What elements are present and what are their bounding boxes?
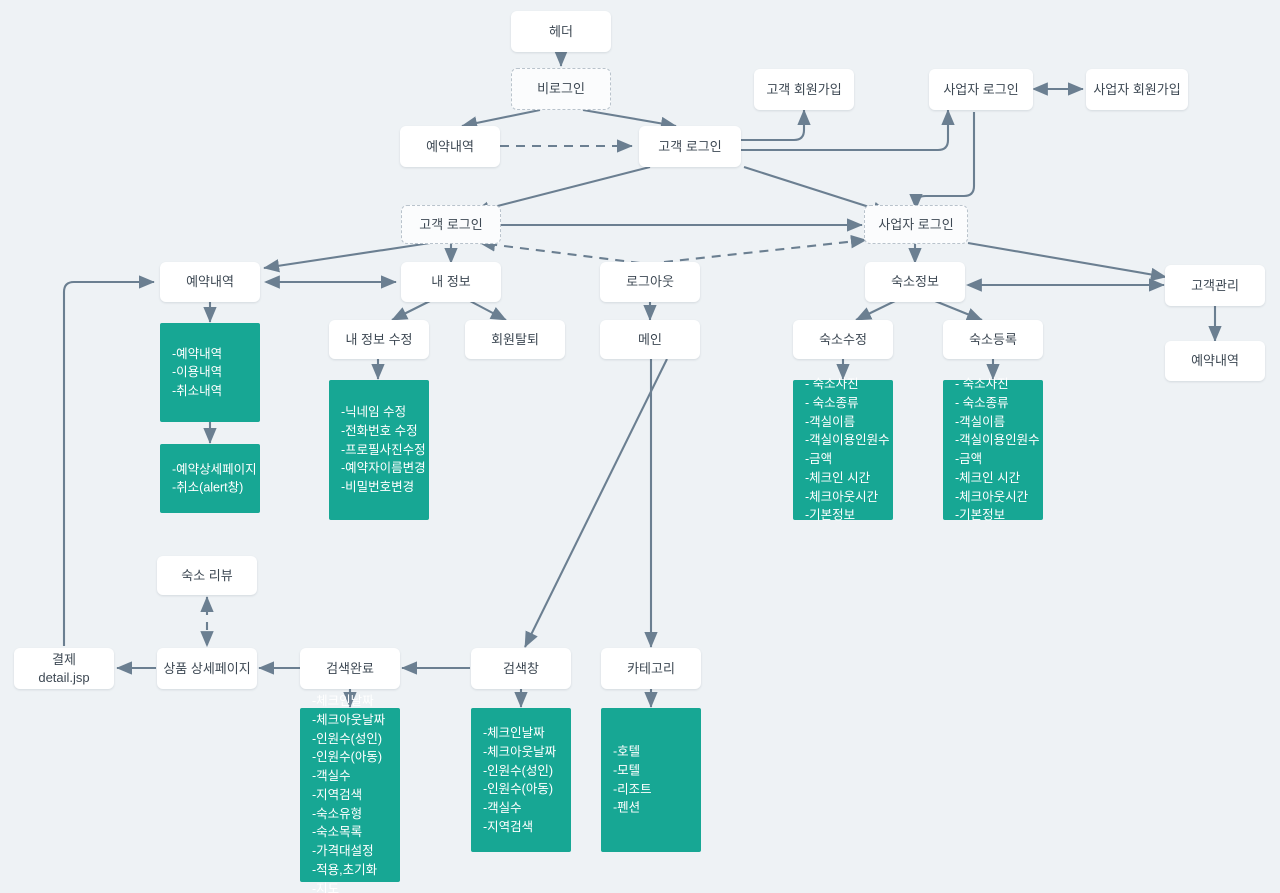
node-customer-login-top-label: 고객 로그인 [658,138,722,154]
detail-category-text: -호텔 -모텔 -리조트 -펜션 [613,744,652,815]
node-my-info-edit[interactable]: 내 정보 수정 [329,320,429,359]
node-search-done-label: 검색완료 [326,660,374,676]
node-main-label: 메인 [638,331,662,347]
node-main[interactable]: 메인 [600,320,700,359]
node-customer-signup[interactable]: 고객 회원가입 [754,69,854,110]
node-payment-label: 결제 detail.jsp [38,651,90,685]
node-business-signup-label: 사업자 회원가입 [1093,81,1181,97]
node-category-label: 카테고리 [627,660,675,676]
node-reservation-right[interactable]: 예약내역 [1165,341,1265,381]
node-business-login-mid[interactable]: 사업자 로그인 [864,205,968,244]
node-search-done[interactable]: 검색완료 [300,648,400,689]
detail-my-info-edit-text: -닉네임 수정 -전화번호 수정 -프로필사진수정 -예약자이름변경 -비밀번호… [341,405,426,495]
node-reservation-top[interactable]: 예약내역 [400,126,500,167]
node-logout-label: 로그아웃 [626,274,674,290]
detail-reservation-detail-page: -예약상세페이지 -취소(alert창) [160,444,260,513]
detail-lodging-register-text: - 숙소사진 - 숙소종류 -객실이름 -객실이용인원수 -금액 -체크인 시간… [955,377,1040,523]
node-business-login-mid-label: 사업자 로그인 [878,216,954,232]
node-lodging-edit[interactable]: 숙소수정 [793,320,893,359]
node-my-info-edit-label: 내 정보 수정 [345,331,413,347]
node-withdraw-label: 회원탈퇴 [491,331,539,347]
node-my-info-label: 내 정보 [431,274,471,290]
node-customer-mgmt-label: 고객관리 [1191,277,1239,293]
node-payment[interactable]: 결제 detail.jsp [14,648,114,689]
node-withdraw[interactable]: 회원탈퇴 [465,320,565,359]
detail-my-info-edit: -닉네임 수정 -전화번호 수정 -프로필사진수정 -예약자이름변경 -비밀번호… [329,380,429,520]
node-logout[interactable]: 로그아웃 [600,262,700,302]
node-reservation-list-label: 예약내역 [186,274,234,290]
node-category[interactable]: 카테고리 [601,648,701,689]
node-reservation-top-label: 예약내역 [426,138,474,154]
node-header-label: 헤더 [549,23,573,39]
detail-reservation-details-text: -예약내역 -이용내역 -취소내역 [172,346,223,398]
node-header[interactable]: 헤더 [511,11,611,52]
node-no-login[interactable]: 비로그인 [511,68,611,110]
node-lodging-register[interactable]: 숙소등록 [943,320,1043,359]
node-lodging-info[interactable]: 숙소정보 [865,262,965,302]
node-lodging-register-label: 숙소등록 [969,331,1017,347]
node-lodging-review[interactable]: 숙소 리뷰 [157,556,257,595]
node-lodging-info-label: 숙소정보 [891,274,939,290]
detail-category: -호텔 -모텔 -리조트 -펜션 [601,708,701,852]
node-product-detail[interactable]: 상품 상세페이지 [157,648,257,689]
detail-search-done: -체크인날짜 -체크아웃날짜 -인원수(성인) -인원수(아동) -객실수 -지… [300,694,400,893]
node-product-detail-label: 상품 상세페이지 [163,660,251,676]
node-customer-login-top[interactable]: 고객 로그인 [639,126,741,167]
detail-reservation-detail-page-text: -예약상세페이지 -취소(alert창) [172,461,257,495]
node-customer-signup-label: 고객 회원가입 [766,81,842,97]
node-business-login-top-label: 사업자 로그인 [943,81,1019,97]
node-lodging-edit-label: 숙소수정 [819,331,867,347]
node-business-login-top[interactable]: 사업자 로그인 [929,69,1033,110]
detail-lodging-register: - 숙소사진 - 숙소종류 -객실이름 -객실이용인원수 -금액 -체크인 시간… [943,377,1043,522]
node-search-box-label: 검색창 [503,660,539,676]
node-customer-mgmt[interactable]: 고객관리 [1165,265,1265,306]
node-lodging-review-label: 숙소 리뷰 [181,567,233,583]
node-reservation-right-label: 예약내역 [1191,353,1239,369]
detail-search-box-text: -체크인날짜 -체크아웃날짜 -인원수(성인) -인원수(아동) -객실수 -지… [483,725,557,834]
node-search-box[interactable]: 검색창 [471,648,571,689]
node-reservation-list[interactable]: 예약내역 [160,262,260,302]
node-customer-login-mid-label: 고객 로그인 [419,216,483,232]
detail-lodging-edit: - 숙소사진 - 숙소종류 -객실이름 -객실이용인원수 -금액 -체크인 시간… [793,377,893,522]
node-customer-login-mid[interactable]: 고객 로그인 [401,205,501,244]
node-my-info[interactable]: 내 정보 [401,262,501,302]
detail-search-done-text: -체크인날짜 -체크아웃날짜 -인원수(성인) -인원수(아동) -객실수 -지… [312,693,386,893]
detail-search-box: -체크인날짜 -체크아웃날짜 -인원수(성인) -인원수(아동) -객실수 -지… [471,708,571,852]
detail-lodging-edit-text: - 숙소사진 - 숙소종류 -객실이름 -객실이용인원수 -금액 -체크인 시간… [805,377,890,523]
node-business-signup[interactable]: 사업자 회원가입 [1086,69,1188,110]
node-no-login-label: 비로그인 [537,81,585,97]
detail-reservation-details: -예약내역 -이용내역 -취소내역 [160,323,260,422]
